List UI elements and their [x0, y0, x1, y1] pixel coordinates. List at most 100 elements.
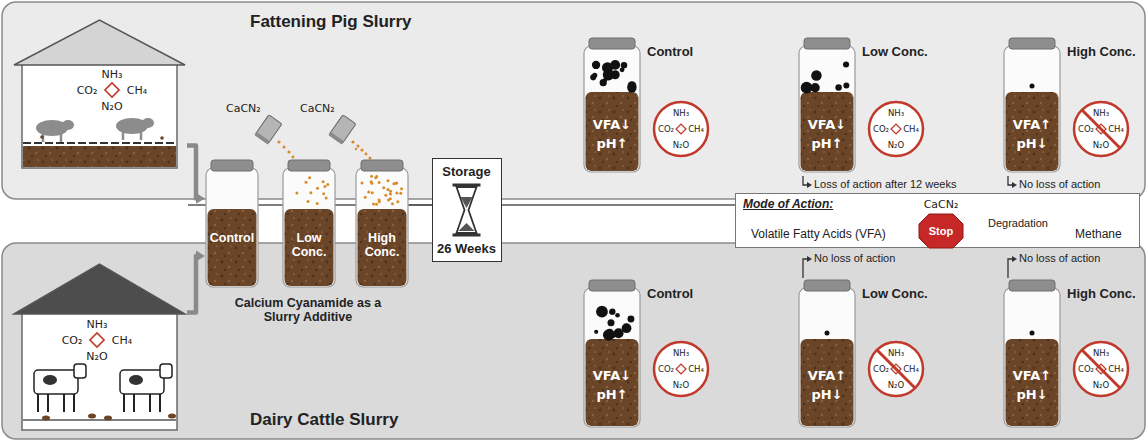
gas-formula: CH₄ [1108, 364, 1124, 374]
result-jar: Low Conc.VFA↓pH↑ [798, 38, 856, 173]
granule [322, 192, 325, 195]
granule [400, 187, 403, 190]
emission-badge: NH₃CO₂CH₄N₂O [1072, 100, 1130, 158]
granule [395, 191, 398, 194]
hazard-diamond [90, 333, 104, 347]
substance-name: Methane [1075, 227, 1122, 241]
pig-figure [142, 118, 154, 128]
cow-figure [63, 394, 65, 412]
pig-figure [140, 132, 143, 140]
jar-illustration [282, 160, 336, 288]
gas-formula: CH₄ [1108, 124, 1124, 134]
outcome-note: No loss of action [1019, 178, 1100, 190]
hourglass-sand [461, 197, 473, 208]
manure-dot [88, 414, 96, 419]
jar-lid [361, 160, 403, 171]
jar-illustration [583, 38, 641, 173]
connector-line [409, 204, 432, 206]
granule [295, 191, 298, 194]
granule [323, 185, 326, 188]
manure-dot [168, 414, 176, 419]
additive-caption: Calcium Cyanamide as a Slurry Additive [232, 296, 384, 324]
gas-bubble [594, 330, 598, 334]
jar-glass [799, 288, 855, 427]
result-jar: High Conc.VFA↑pH↓ [1003, 38, 1061, 173]
slurry-fill [1006, 92, 1059, 171]
hourglass-sand [459, 223, 475, 231]
granule [316, 187, 319, 190]
granule [384, 194, 387, 197]
emission-badge: NH₃CO₂CH₄N₂O [652, 100, 710, 158]
jar-glass [1004, 288, 1060, 427]
granule [370, 175, 373, 178]
cattle-barn: NH₃CO₂CH₄N₂O [12, 262, 187, 430]
edge-label: Degradation [986, 217, 1050, 229]
emission-badge: NH₃CO₂CH₄N₂O [652, 340, 710, 398]
granule [378, 181, 381, 184]
gas-bubble [600, 79, 607, 86]
emission-ring [654, 342, 708, 396]
gas-formula: CO₂ [1078, 364, 1094, 374]
barn-roof [14, 264, 185, 314]
granule [372, 203, 375, 206]
jar-label: High Conc. [1067, 286, 1136, 301]
gas-bubble [627, 315, 634, 322]
gas-formula: CO₂ [77, 84, 98, 97]
gas-formula: NH₃ [102, 68, 123, 81]
jar-lid [1009, 38, 1055, 49]
granule [374, 176, 377, 179]
jar-lid [589, 280, 635, 291]
gas-bubble [1030, 331, 1035, 336]
box-heading: Mode of Action: [743, 197, 833, 211]
granule [394, 182, 397, 185]
pig-barn: NH₃CO₂CH₄N₂O [12, 18, 187, 168]
pig-figure [62, 120, 74, 130]
result-jar: ControlVFA↓pH↑ [583, 280, 641, 428]
stop-octagon [919, 214, 963, 248]
ph-trend: pH↓ [1016, 136, 1047, 151]
gas-formula: NH₃ [1093, 348, 1109, 358]
gas-formula: N₂O [888, 380, 904, 390]
gas-bubble [811, 70, 821, 80]
barn-wall [22, 63, 177, 168]
stop-sign: CaCN₂Stop [919, 197, 963, 249]
additive-name: CaCN₂ [300, 102, 335, 115]
gas-formula: N₂O [1093, 380, 1109, 390]
gas-formula: CO₂ [658, 364, 674, 374]
vfa-trend: VFA↓ [593, 117, 631, 132]
granule [396, 200, 399, 203]
result-jar: High Conc.VFA↑pH↓ [1003, 280, 1061, 428]
slurry-fill [801, 92, 854, 171]
jar-label: Low Conc. [862, 286, 928, 301]
panel-title: Fattening Pig Slurry [250, 12, 412, 32]
granule [322, 180, 325, 183]
slurry-jar: Low Conc. [282, 160, 336, 288]
jar-lid [288, 160, 330, 171]
slurry-fill [586, 92, 639, 171]
additive-bag [329, 115, 356, 145]
ph-trend: pH↓ [1016, 386, 1047, 401]
cow-figure [37, 394, 39, 412]
jar-illustration [798, 38, 856, 173]
emission-ring [869, 102, 923, 156]
gas-bubble [615, 313, 620, 318]
gas-formula: CH₄ [112, 334, 132, 347]
granule [364, 196, 367, 199]
result-jar: ControlVFA↓pH↑ [583, 38, 641, 173]
outcome-note: No loss of action [814, 252, 895, 264]
gas-formula: CO₂ [873, 364, 889, 374]
manure-dot [40, 135, 44, 139]
vfa-trend: VFA↓ [593, 367, 631, 382]
connector [409, 205, 432, 206]
pig-figure [60, 134, 63, 142]
jar-lid [804, 38, 850, 49]
gas-formula: NH₃ [888, 108, 904, 118]
granule [325, 196, 328, 199]
slurry-fill [208, 209, 257, 286]
jar-lid [211, 160, 253, 171]
gas-bubble [599, 308, 605, 314]
gas-bubble [592, 61, 600, 69]
cow-figure [159, 394, 161, 412]
jar-illustration [355, 160, 409, 288]
connector-line [502, 204, 735, 206]
